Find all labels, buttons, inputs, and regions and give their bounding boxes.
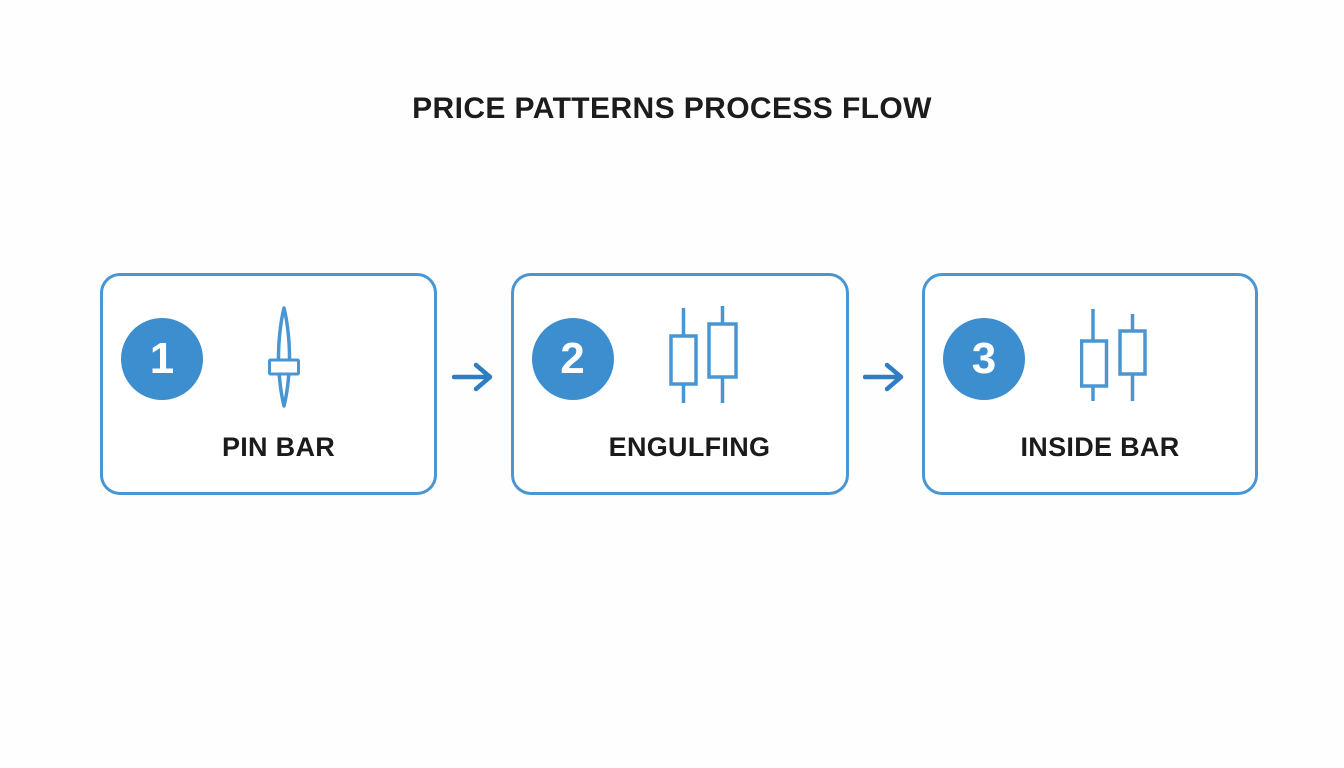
step-number: 2 bbox=[560, 334, 585, 383]
flow-connector bbox=[849, 273, 923, 495]
process-flow-row: 1 PIN BAR 2 E bbox=[100, 273, 1258, 495]
right-arrow-icon bbox=[863, 362, 904, 392]
step-number: 3 bbox=[971, 334, 997, 383]
step-number-badge: 2 bbox=[531, 318, 614, 400]
step-card-inside-bar: 3 INSIDE BAR bbox=[922, 273, 1258, 495]
engulfing-candlesticks-icon bbox=[668, 306, 738, 403]
flow-connector bbox=[437, 273, 511, 495]
step-card-pin-bar: 1 PIN BAR bbox=[100, 273, 437, 495]
step-card-engulfing: 2 ENGULFING bbox=[510, 273, 849, 495]
step-number: 1 bbox=[149, 334, 175, 383]
step-label: ENGULFING bbox=[608, 432, 771, 462]
diagram-title: PRICE PATTERNS PROCESS FLOW bbox=[412, 92, 932, 125]
step-number-badge: 1 bbox=[121, 318, 203, 400]
inside-bar-candlesticks-icon bbox=[1080, 309, 1147, 401]
step-number-badge: 3 bbox=[943, 318, 1025, 400]
pin-bar-candlestick-icon bbox=[268, 306, 300, 408]
step-label: INSIDE BAR bbox=[1020, 432, 1180, 462]
step-label: PIN BAR bbox=[221, 432, 336, 462]
right-arrow-icon bbox=[451, 362, 492, 392]
